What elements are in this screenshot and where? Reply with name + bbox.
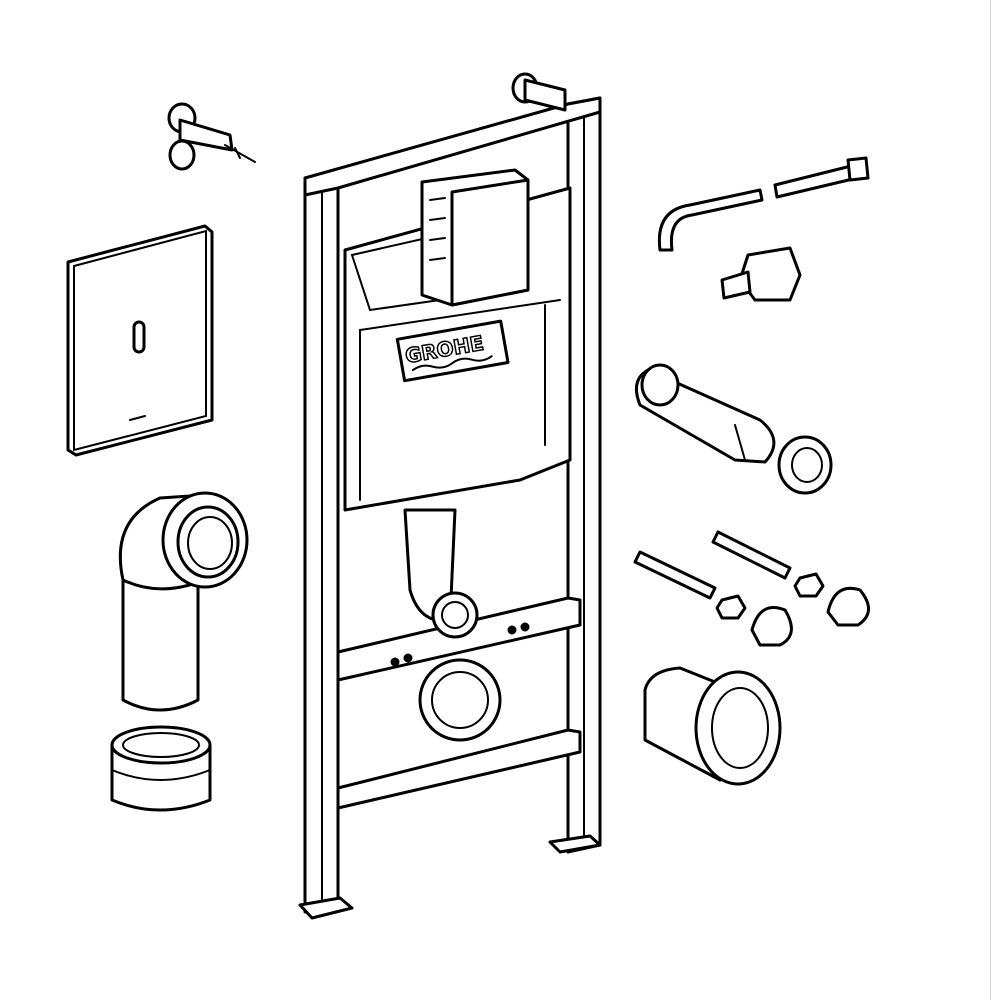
control-box xyxy=(420,168,530,307)
nut xyxy=(715,594,747,620)
nut xyxy=(793,572,825,598)
top-bracket xyxy=(511,72,567,112)
wall-anchor-bracket xyxy=(167,102,256,171)
water-supply-hose xyxy=(657,156,870,252)
connection-pipe xyxy=(634,363,776,464)
cover-cap xyxy=(826,586,870,627)
left-foot xyxy=(298,896,354,920)
cover-cap xyxy=(750,606,793,647)
fixing-studs xyxy=(633,530,870,647)
installation-frame xyxy=(298,72,602,920)
elbow-pipe xyxy=(118,491,249,712)
right-foot xyxy=(548,834,602,854)
page-border xyxy=(990,0,991,1000)
pipe-sleeve xyxy=(110,725,212,812)
cistern: GROHE xyxy=(343,168,572,742)
sensor-slot xyxy=(132,320,146,354)
sealing-ring xyxy=(777,435,833,495)
angle-valve xyxy=(720,246,802,302)
top-crossbar xyxy=(303,96,602,197)
lower-crossbar xyxy=(336,728,582,810)
flush-plate xyxy=(66,224,214,457)
grohe-logo: GROHE xyxy=(395,319,510,383)
wc-connector xyxy=(643,666,782,786)
wc-support-bracket xyxy=(418,658,502,742)
